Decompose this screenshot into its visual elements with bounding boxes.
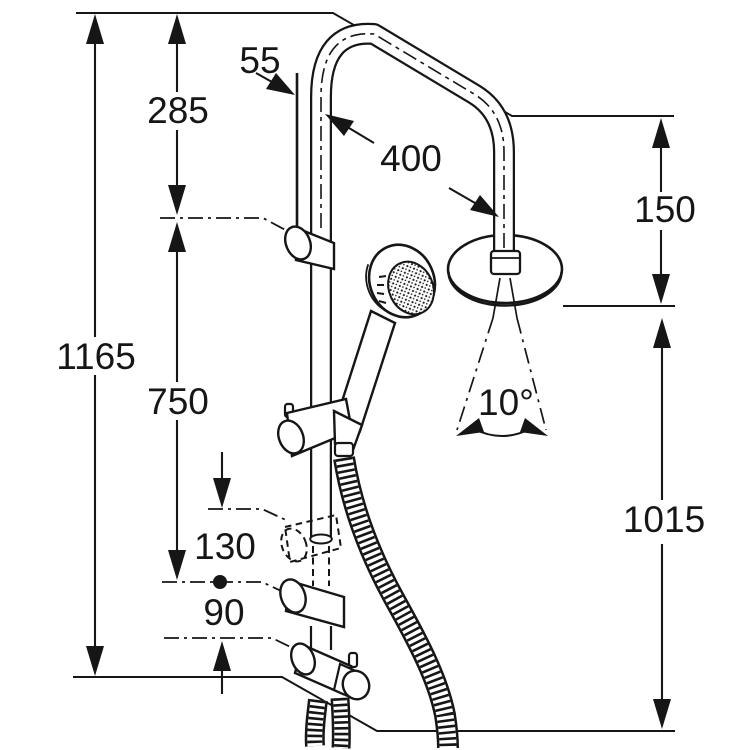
arrow-400-top — [325, 114, 354, 136]
spray-edge-left — [456, 317, 494, 431]
dim-head-top-drop: 150 — [634, 189, 696, 230]
head-rim-edge — [447, 271, 563, 307]
spray-edge-right — [516, 317, 547, 431]
dim-slider-travel: 130 — [194, 526, 256, 567]
dim-line-400 — [348, 127, 476, 204]
nozzle-marks — [376, 275, 387, 304]
valve-centerline — [164, 637, 308, 656]
bracket-end-cap — [283, 225, 313, 261]
hand-shower-connector — [332, 409, 364, 458]
hand-shower-back-rim — [365, 263, 389, 314]
arrow-55 — [266, 73, 295, 95]
diverter-valve — [289, 642, 371, 701]
pipe-to-valve — [309, 626, 333, 650]
hose-nut — [333, 441, 355, 458]
bottom-reference-line — [73, 676, 675, 732]
pipe-centerline — [320, 33, 505, 250]
diverter-pin — [347, 651, 359, 669]
supply-hose-left — [304, 698, 328, 747]
hand-shower-face — [387, 260, 435, 316]
valve-knob-cap — [341, 669, 371, 701]
dim-lower-spacing: 90 — [203, 592, 244, 633]
lower-holder — [279, 578, 346, 629]
dim-rail-length: 750 — [147, 381, 209, 422]
slider-end-cap — [276, 419, 306, 455]
dim-wall-top-offset: 285 — [147, 90, 209, 131]
dimension-arrows — [86, 14, 671, 729]
head-connector-nut — [489, 249, 522, 276]
upper-holder-centerline — [208, 508, 289, 522]
dim-wall-clearance: 55 — [239, 40, 280, 81]
leader-55 — [255, 72, 273, 83]
supply-hose-right — [330, 697, 351, 749]
hidden-pipe-dashed — [312, 546, 330, 586]
dim-outlet-height: 1015 — [623, 499, 705, 540]
rail-end-cap — [309, 533, 333, 545]
dim-spray-angle: 10° — [478, 382, 534, 423]
centerline-dot — [213, 575, 227, 589]
bracket-centerline — [160, 217, 292, 234]
hand-shower — [335, 243, 437, 433]
angle-arrow-left — [456, 418, 484, 436]
spray-cone — [456, 277, 548, 437]
dimension-lines — [93, 44, 664, 699]
angle-arrow-right — [520, 418, 548, 436]
slider-alt-position-dashed — [280, 513, 343, 564]
lower-holder-cap — [279, 578, 307, 614]
dim-total-height: 1165 — [56, 336, 136, 377]
arrow-400-bottom — [470, 195, 499, 217]
valve-left-cap — [289, 642, 317, 676]
dimension-labels: 1165 285 750 130 90 55 400 150 1015 10° — [56, 40, 705, 633]
wall-bracket — [283, 225, 336, 271]
dim-arm-projection: 400 — [380, 138, 442, 179]
shower-hose — [333, 456, 459, 749]
